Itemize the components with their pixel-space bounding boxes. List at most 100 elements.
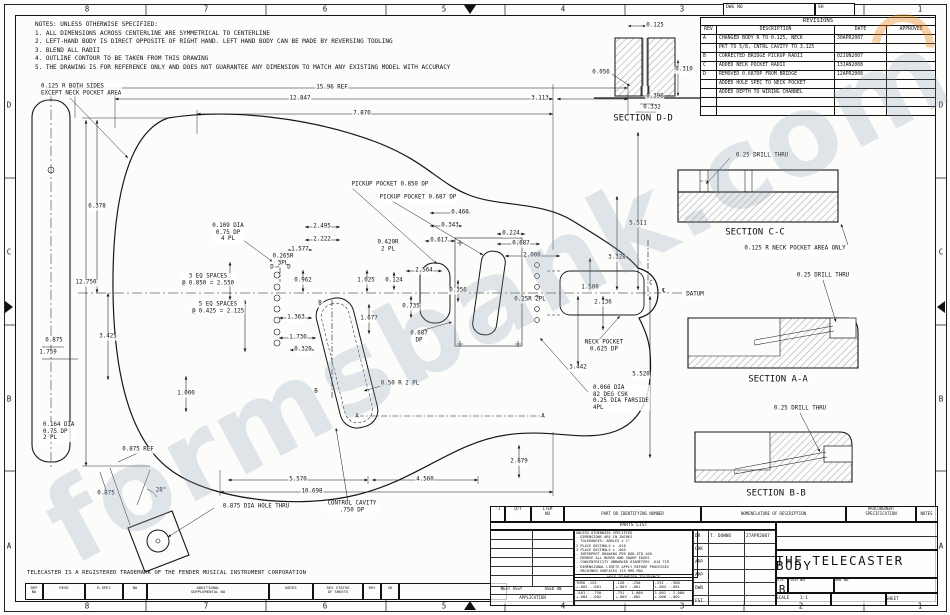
table-cell <box>886 79 936 89</box>
table-cell: APP <box>693 556 709 570</box>
tb-nomenclature-header: NOMENCLATURE OF DESCRIPTION <box>700 506 847 523</box>
dim-label: CONTROL CAVITY .750 DP <box>326 500 378 514</box>
table-cell: PKT TO 5/8, CNTRL CAVITY TO 3.125 <box>716 43 835 53</box>
title-block: -1 QTY ITEM NO PART OR IDENTIFYING NUMBE… <box>490 506 938 606</box>
dim-label: 6.378 <box>87 203 107 211</box>
table-cell: T. DOWNS <box>708 530 745 544</box>
dim-label: 0.164 DIA 0.75 DP 2 PL <box>42 422 76 442</box>
table-cell <box>700 43 717 53</box>
dim-label: NECK POCKET 0.625 DP <box>583 339 625 353</box>
border-zone-label: C <box>6 247 12 257</box>
table-cell <box>886 97 936 107</box>
tb-application-label: APPLICATION <box>519 595 546 600</box>
dim-label: 0.25 DRILL THRU <box>795 272 851 280</box>
dim-label: SECTION D-D <box>612 113 674 124</box>
dim-label: D <box>269 264 275 272</box>
border-zone-label: 4 <box>560 601 566 611</box>
dwg-no-label: DWG NO <box>723 3 815 16</box>
border-zone-label: 5 <box>441 4 447 14</box>
dim-label: 0.320 <box>293 346 313 354</box>
table-cell <box>708 569 745 583</box>
text-line: NOTES: UNLESS OTHERWISE SPECIFIED: <box>35 21 158 28</box>
table-cell <box>700 88 717 98</box>
dim-label: 1.677 <box>359 315 379 323</box>
table-cell: ADDED DEPTH TO WIRING CHANNEL <box>716 88 835 98</box>
dim-label: 0.25 DRILL THRU <box>772 405 828 413</box>
table-cell <box>708 543 745 557</box>
table-row: CHK <box>693 543 776 557</box>
dim-label: 2.564 <box>414 267 434 275</box>
sheet-label: SH <box>815 3 855 16</box>
table-row: FSI <box>693 595 776 605</box>
dim-label: 3.328 <box>607 254 627 262</box>
strip-cell: NO <box>123 583 147 600</box>
tb-dash: -1 <box>490 506 506 523</box>
dim-label: 0.109 DIA 0.75 DP 4 PL <box>211 223 245 243</box>
table-cell: ADDED HOLE SPEC TO NECK POCKET <box>716 79 835 89</box>
dim-label: 0.735 <box>401 303 421 311</box>
table-row: THRU .125 +.002 -.001.126 - .250 +.003 -… <box>574 579 693 591</box>
tb-hole-tolerance-title: HOLE DIAMETER TOLERANCE <box>607 574 660 579</box>
table-row: APP <box>693 556 776 570</box>
dim-label: PICKUP POCKET 0.687 DP <box>378 194 458 202</box>
border-zone-label: B <box>938 394 944 404</box>
strip-cell: NOTES <box>269 583 313 600</box>
border-zone-label: 3 <box>679 4 685 14</box>
extension-lines <box>74 84 629 496</box>
table-row: .501 - .750 +.004 -.002.751 - 1.000 +.00… <box>574 589 693 601</box>
table-cell <box>886 43 936 53</box>
table-cell <box>708 556 745 570</box>
dim-label: 0.420R 2 PL <box>376 239 400 253</box>
dim-label: 2.495 <box>312 223 332 231</box>
text-line: 2 PLACE DECIMALS ± .010 <box>576 543 626 548</box>
text-line: 3 PLACE DECIMALS ± .005 <box>576 547 626 552</box>
border-zone-label: 4 <box>560 4 566 14</box>
tb-procurement-header: PROCUREMENT SPECIFICATION <box>845 506 917 523</box>
border-zone-label: A <box>938 541 944 551</box>
dim-label: 3.442 <box>568 364 588 372</box>
jack-hole-detail <box>109 467 190 573</box>
border-zone-label: 2 <box>798 601 804 611</box>
text-line: 4. OUTLINE CONTOUR TO BE TAKEN FROM THIS… <box>35 55 209 63</box>
tb-scale-label: SCALE <box>776 596 790 601</box>
dim-label: 1.363 <box>286 314 306 322</box>
tb-application-table: NEXT ASSY USED ON APPLICATION <box>490 529 575 606</box>
tb-used-on: USED ON <box>544 586 562 591</box>
dim-label: 3 EQ SPACES @ 0.850 = 2.550 <box>180 273 236 287</box>
table-cell <box>716 97 835 107</box>
tb-qty: QTY <box>504 506 532 523</box>
dim-label: 2.136 <box>593 299 613 307</box>
table-cell: 27APR2007 <box>744 530 776 544</box>
table-cell: 02JUN2007 <box>834 52 887 62</box>
text-line: 1. ALL DIMENSIONS ACROSS CENTERLINE ARE … <box>35 29 270 37</box>
tb-scale-value: 1:1 <box>799 596 808 601</box>
dim-label: 0.25 DRILL THRU <box>734 152 790 160</box>
table-row: ADDED DEPTH TO WIRING CHANNEL <box>700 88 936 98</box>
strip-cell: REVD <box>43 583 85 600</box>
table-cell: .126 - .250 +.003 -.001 <box>613 579 654 591</box>
dim-label: 5.520 <box>631 371 651 379</box>
text-line: - INTERPRET DRAWING PER DOD-STD-100 <box>576 552 652 557</box>
dim-label: DATUM <box>685 291 705 299</box>
border-zone-label: 1 <box>917 601 923 611</box>
tb-fscm-no: FSCM NO <box>787 577 835 594</box>
tb-blank-box <box>775 521 938 551</box>
table-cell <box>744 582 776 596</box>
dim-label: 0.124 <box>384 277 404 285</box>
dim-label: 0.962 <box>293 277 313 285</box>
table-cell <box>744 543 776 557</box>
table-cell: CORRECTED BRIDGE PICKUP RADII <box>716 52 835 62</box>
revisions-header: REV DESCRIPTION DATE APPROVED <box>700 25 936 35</box>
dim-label: 0.125 R NECK POCKET AREA ONLY <box>743 245 847 253</box>
border-zone-label: 1 <box>917 4 923 14</box>
strip-cell: SH <box>381 583 399 600</box>
dim-label: A <box>540 413 546 421</box>
section-c-c <box>677 157 849 246</box>
dim-label: 1.759 <box>38 349 58 357</box>
dim-label: 1.025 <box>356 277 376 285</box>
dim-label: 1.577 <box>290 246 310 254</box>
dim-label: 12.750 <box>74 279 98 287</box>
border-zone-label: A <box>6 541 12 551</box>
